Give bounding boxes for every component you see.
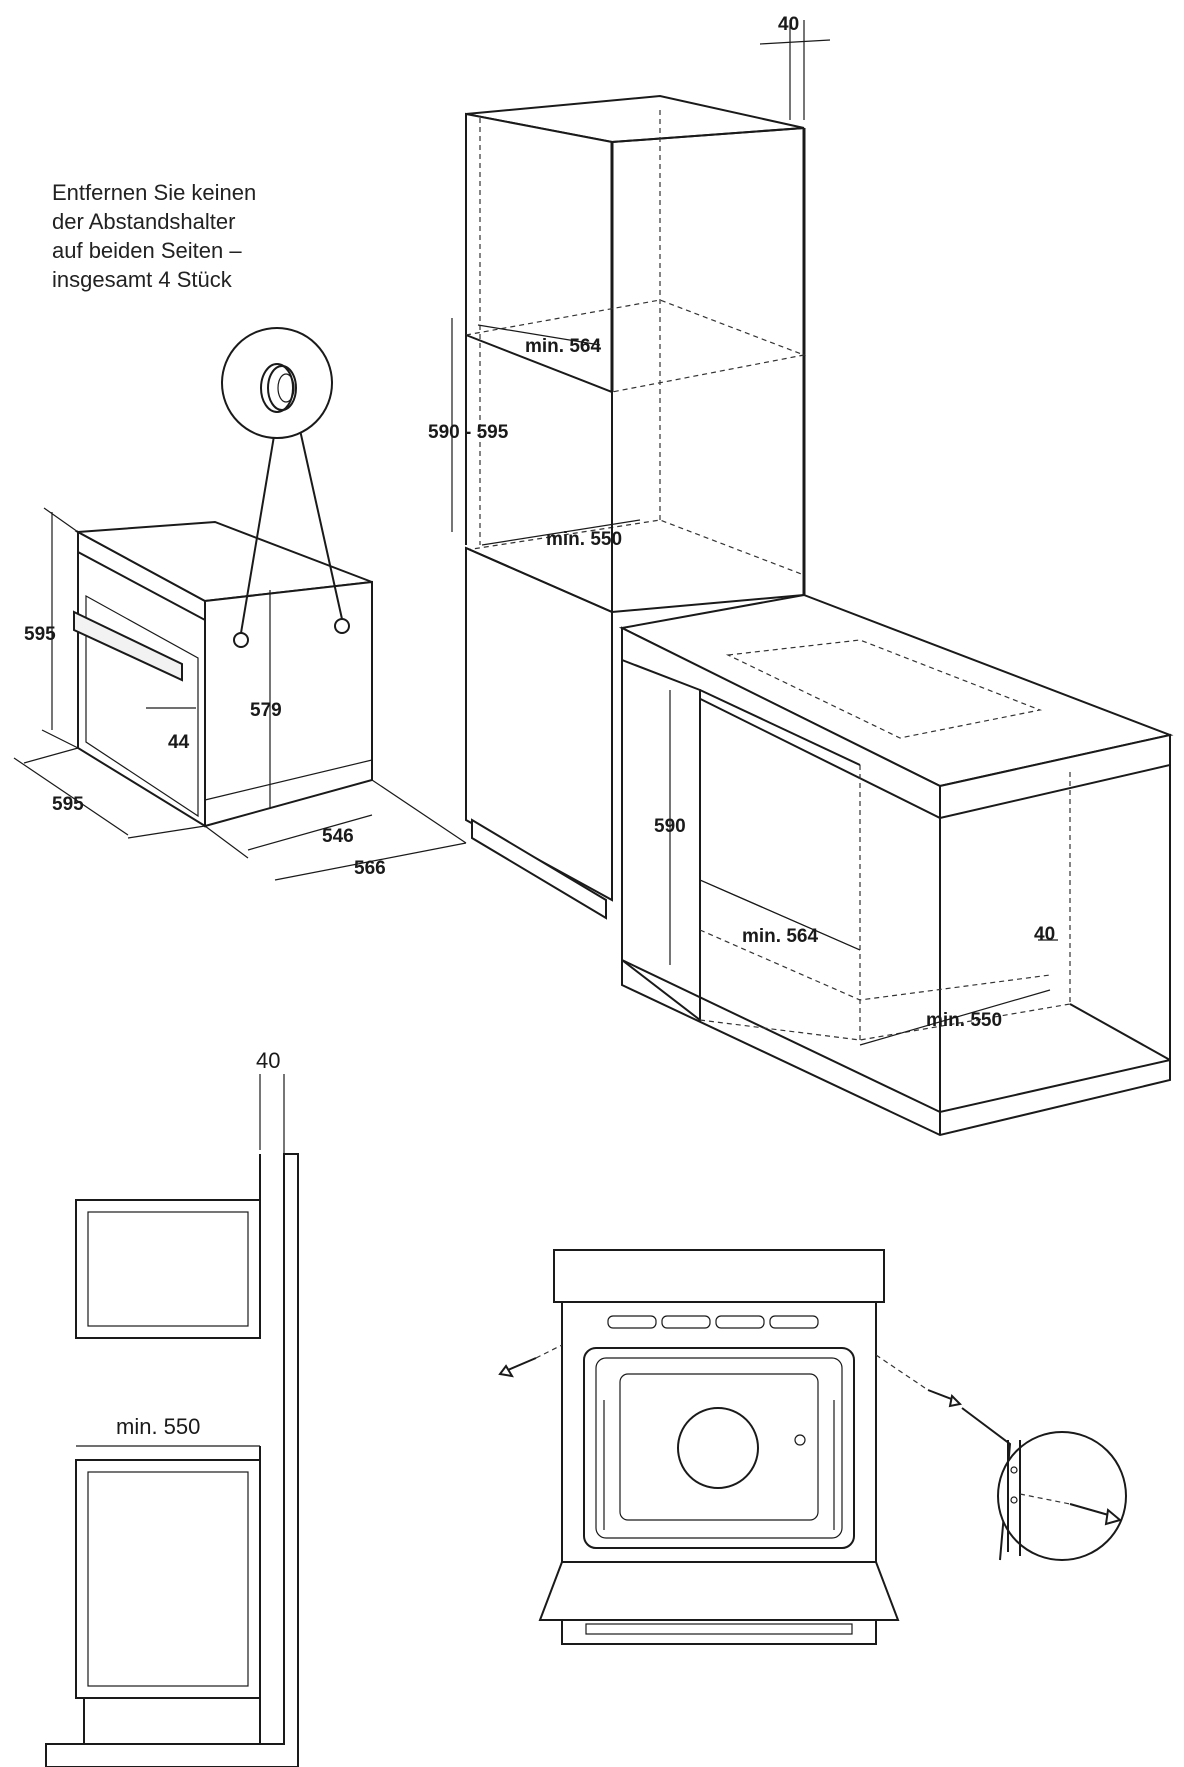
hob-outline	[725, 639, 1043, 739]
top-gap-label: 40	[778, 14, 799, 35]
spacer-zoom-icon	[260, 363, 294, 413]
rear-gap-label: 40	[1034, 924, 1055, 945]
cabinet-dimension-lines	[451, 20, 1058, 1046]
open-door	[538, 1561, 900, 1621]
oven-door-window	[85, 594, 199, 818]
control-panel	[553, 1249, 885, 1303]
body-depth-label: 546	[322, 826, 354, 847]
lower-niche-depth-label: min. 550	[926, 1010, 1002, 1031]
side-view-labels: 40 min. 550	[116, 1048, 280, 1439]
rear-panel	[619, 1373, 819, 1521]
upper-niche-height-label: 590 - 595	[428, 422, 509, 443]
lower-niche-height-label: 590	[654, 816, 686, 837]
vent-slot	[607, 1315, 657, 1329]
side-depth-label: min. 550	[116, 1414, 200, 1439]
note-line-3: auf beiden Seiten –	[52, 238, 242, 263]
vent-slot	[769, 1315, 819, 1329]
oven-handle	[73, 610, 183, 682]
body-height-label: 579	[250, 700, 282, 721]
oven-frame	[561, 1301, 877, 1563]
side-rear-gap-label: 40	[256, 1048, 280, 1073]
side-section-view	[45, 1074, 299, 1767]
fan-cover-icon	[677, 1407, 759, 1489]
note-line-4: insgesamt 4 Stück	[52, 267, 232, 292]
rear-wall	[45, 1153, 299, 1767]
upper-cabinet	[75, 1199, 261, 1339]
counter-unit	[618, 593, 1174, 1137]
oven-perspective	[13, 327, 467, 881]
oven-dimension-labels: 595 595 44 579 546 566	[24, 624, 386, 879]
screw-icon	[927, 1389, 963, 1408]
oven-side	[204, 580, 373, 828]
lower-niche-width-label: min. 564	[742, 926, 818, 947]
screw-icon	[498, 1357, 537, 1378]
spacer-instruction-note: Entfernen Sie keinen der Abstandshalter …	[52, 178, 352, 294]
note-line-2: der Abstandshalter	[52, 209, 236, 234]
cabinet-dimension-labels: 40 min. 564 590 - 595 min. 550 590 min. …	[428, 14, 1055, 1031]
tall-cabinet	[465, 94, 807, 920]
oven-height-label: 595	[24, 624, 56, 645]
lower-cabinet	[75, 1459, 261, 1699]
oven-front-view	[498, 1249, 1127, 1645]
note-line-1: Entfernen Sie keinen	[52, 180, 257, 205]
oven-cavity	[583, 1347, 855, 1549]
total-depth-label: 566	[354, 858, 386, 879]
handle-depth-label: 44	[168, 732, 190, 753]
vent-slot	[715, 1315, 765, 1329]
mounting-detail-circle	[997, 1431, 1127, 1561]
upper-niche-depth-label: min. 550	[546, 529, 622, 550]
spacer-zoom-circle	[221, 327, 333, 439]
upper-niche-width-label: min. 564	[525, 336, 601, 357]
oven-width-label: 595	[52, 794, 84, 815]
detail-screw-icon	[1069, 1503, 1123, 1526]
vent-slot	[661, 1315, 711, 1329]
